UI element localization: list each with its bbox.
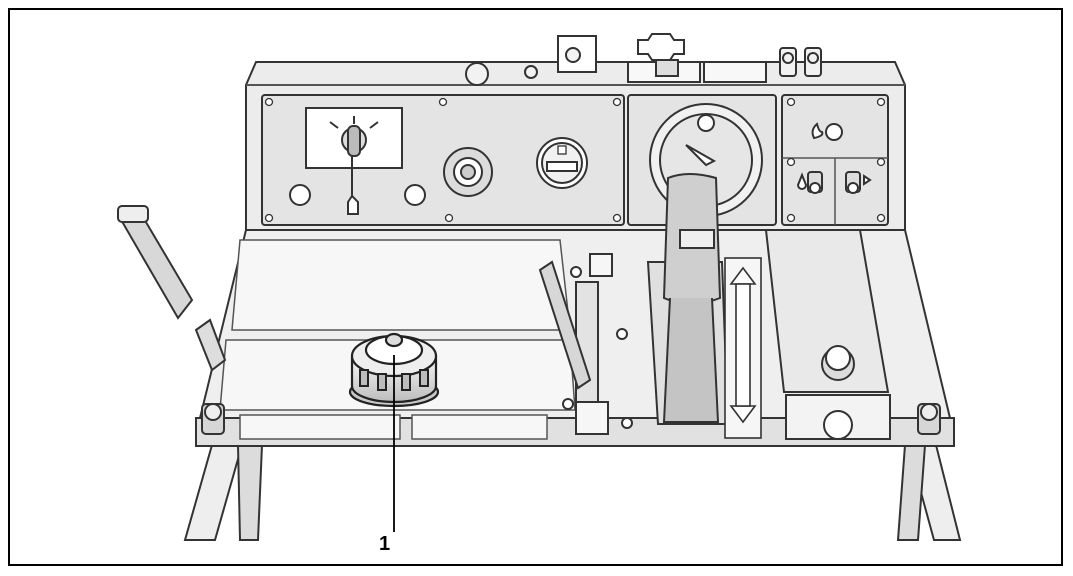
center-lever — [538, 253, 633, 435]
star-knob — [637, 33, 685, 61]
left-lever — [117, 205, 227, 372]
corner-bolts — [201, 403, 941, 435]
ignition-switch — [305, 107, 403, 215]
glow-plug-lamp — [811, 122, 843, 141]
left-rear-leg — [236, 444, 264, 541]
indicator-lamps — [289, 184, 426, 206]
hour-meter — [536, 137, 588, 189]
toggle-switches — [796, 171, 872, 194]
main-lever — [646, 173, 730, 425]
oil-lamp — [404, 184, 426, 206]
depth-scale — [724, 257, 762, 439]
top-plug-small — [524, 65, 538, 79]
top-fittings — [465, 33, 822, 86]
stop-button — [443, 147, 493, 197]
top-plug-large — [465, 62, 489, 86]
cover-plate — [764, 229, 891, 440]
left-front-leg — [183, 444, 244, 541]
right-rear-leg — [896, 444, 927, 541]
panel-screws — [264, 97, 886, 223]
legs — [183, 444, 962, 541]
battery-lamp — [289, 184, 311, 206]
callout-label-1: 1 — [379, 533, 391, 555]
